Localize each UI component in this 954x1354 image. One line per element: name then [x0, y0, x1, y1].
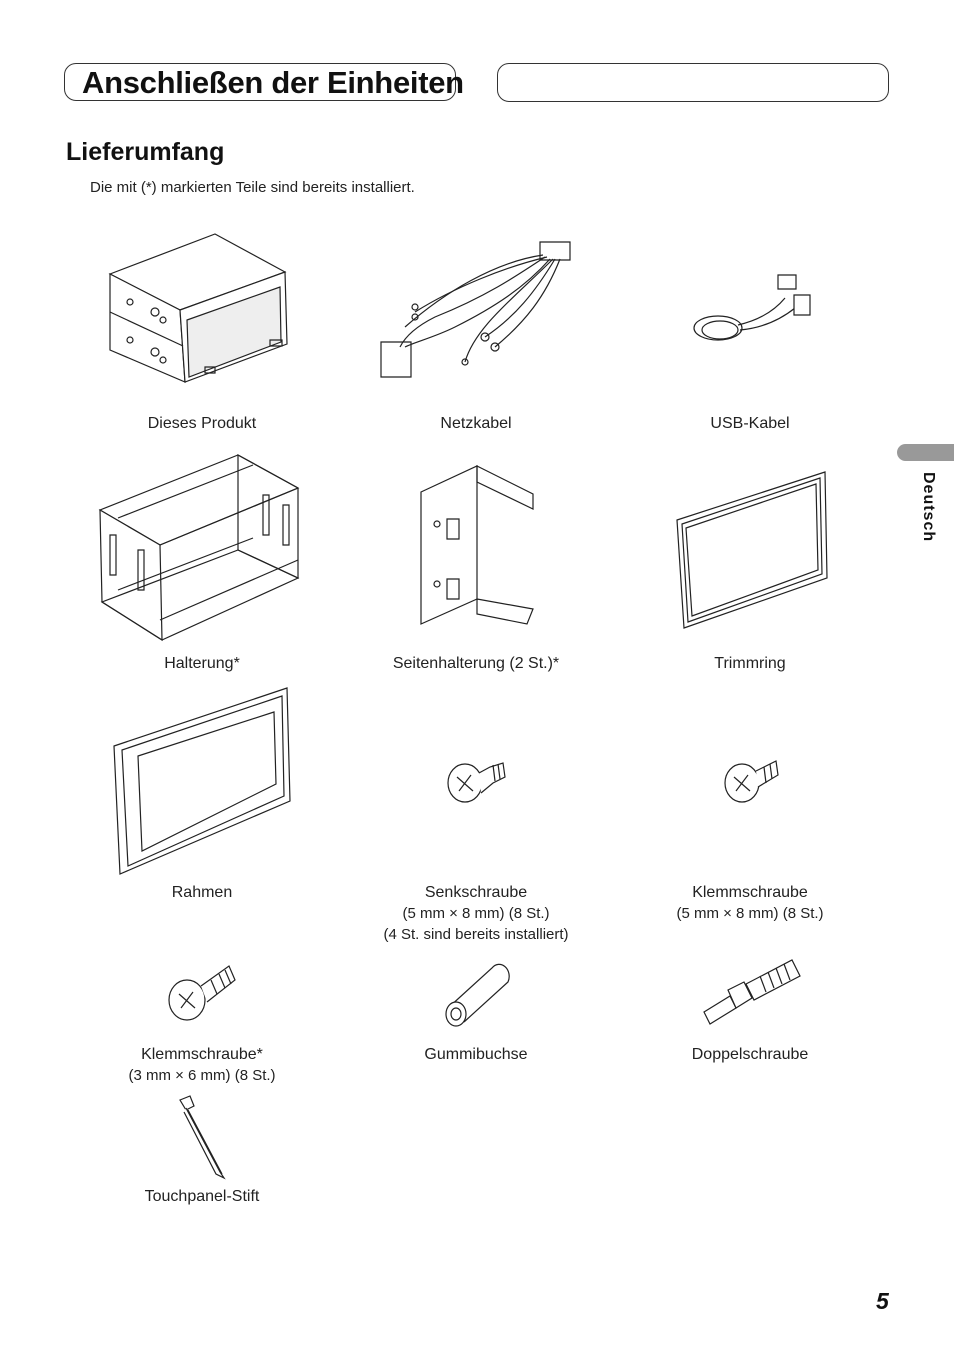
intro-text: Die mit (*) markierten Teile sind bereit…: [90, 179, 415, 196]
touch-pen-illustration: [176, 1094, 232, 1180]
item-detail: (4 St. sind bereits installiert): [383, 926, 569, 943]
item-caption: Trimmring: [714, 655, 786, 672]
trim-ring-illustration: [672, 470, 832, 630]
rubber-bush-illustration: [442, 960, 512, 1026]
item-caption: Dieses Produkt: [147, 415, 257, 432]
side-bracket-illustration: [415, 464, 540, 634]
title-frame: [64, 63, 456, 101]
item-caption: Touchpanel-Stift: [144, 1188, 260, 1205]
head-unit-illustration: [105, 232, 300, 387]
page-number: 5: [876, 1288, 889, 1314]
page-title: Anschließen der Einheiten: [82, 65, 464, 100]
double-screw-illustration: [700, 958, 802, 1030]
item-caption: Netzkabel: [440, 415, 512, 432]
item-caption: Seitenhalterung (2 St.)*: [392, 655, 560, 672]
item-caption: Rahmen: [171, 884, 233, 901]
item-caption: Doppelschraube: [691, 1046, 809, 1063]
frame-illustration: [112, 686, 294, 876]
item-detail: (5 mm × 8 mm) (8 St.): [402, 905, 550, 922]
item-caption: Klemmschraube (5 mm × 8 mm) (8 St.): [620, 882, 880, 924]
power-cable-illustration: [375, 237, 580, 382]
language-tab: [897, 444, 954, 461]
language-label: Deutsch: [920, 472, 937, 543]
item-caption: Gummibuchse: [424, 1046, 528, 1063]
header-blank-frame: [497, 63, 889, 102]
item-detail: (3 mm × 6 mm) (8 St.): [128, 1067, 276, 1084]
item-caption: Senkschraube (5 mm × 8 mm) (8 St.) (4 St…: [346, 882, 606, 945]
item-caption: USB-Kabel: [710, 415, 790, 432]
mounting-sleeve-illustration: [98, 450, 303, 645]
item-detail: (5 mm × 8 mm) (8 St.): [676, 905, 824, 922]
usb-cable-illustration: [690, 270, 815, 350]
clamp-screw-illustration: [722, 755, 780, 805]
small-clamp-screw-illustration: [165, 962, 237, 1024]
item-caption: Klemmschraube* (3 mm × 6 mm) (8 St.): [72, 1044, 332, 1086]
countersunk-screw-illustration: [445, 755, 507, 805]
item-caption: Halterung*: [164, 655, 240, 672]
section-heading: Lieferumfang: [66, 138, 225, 166]
